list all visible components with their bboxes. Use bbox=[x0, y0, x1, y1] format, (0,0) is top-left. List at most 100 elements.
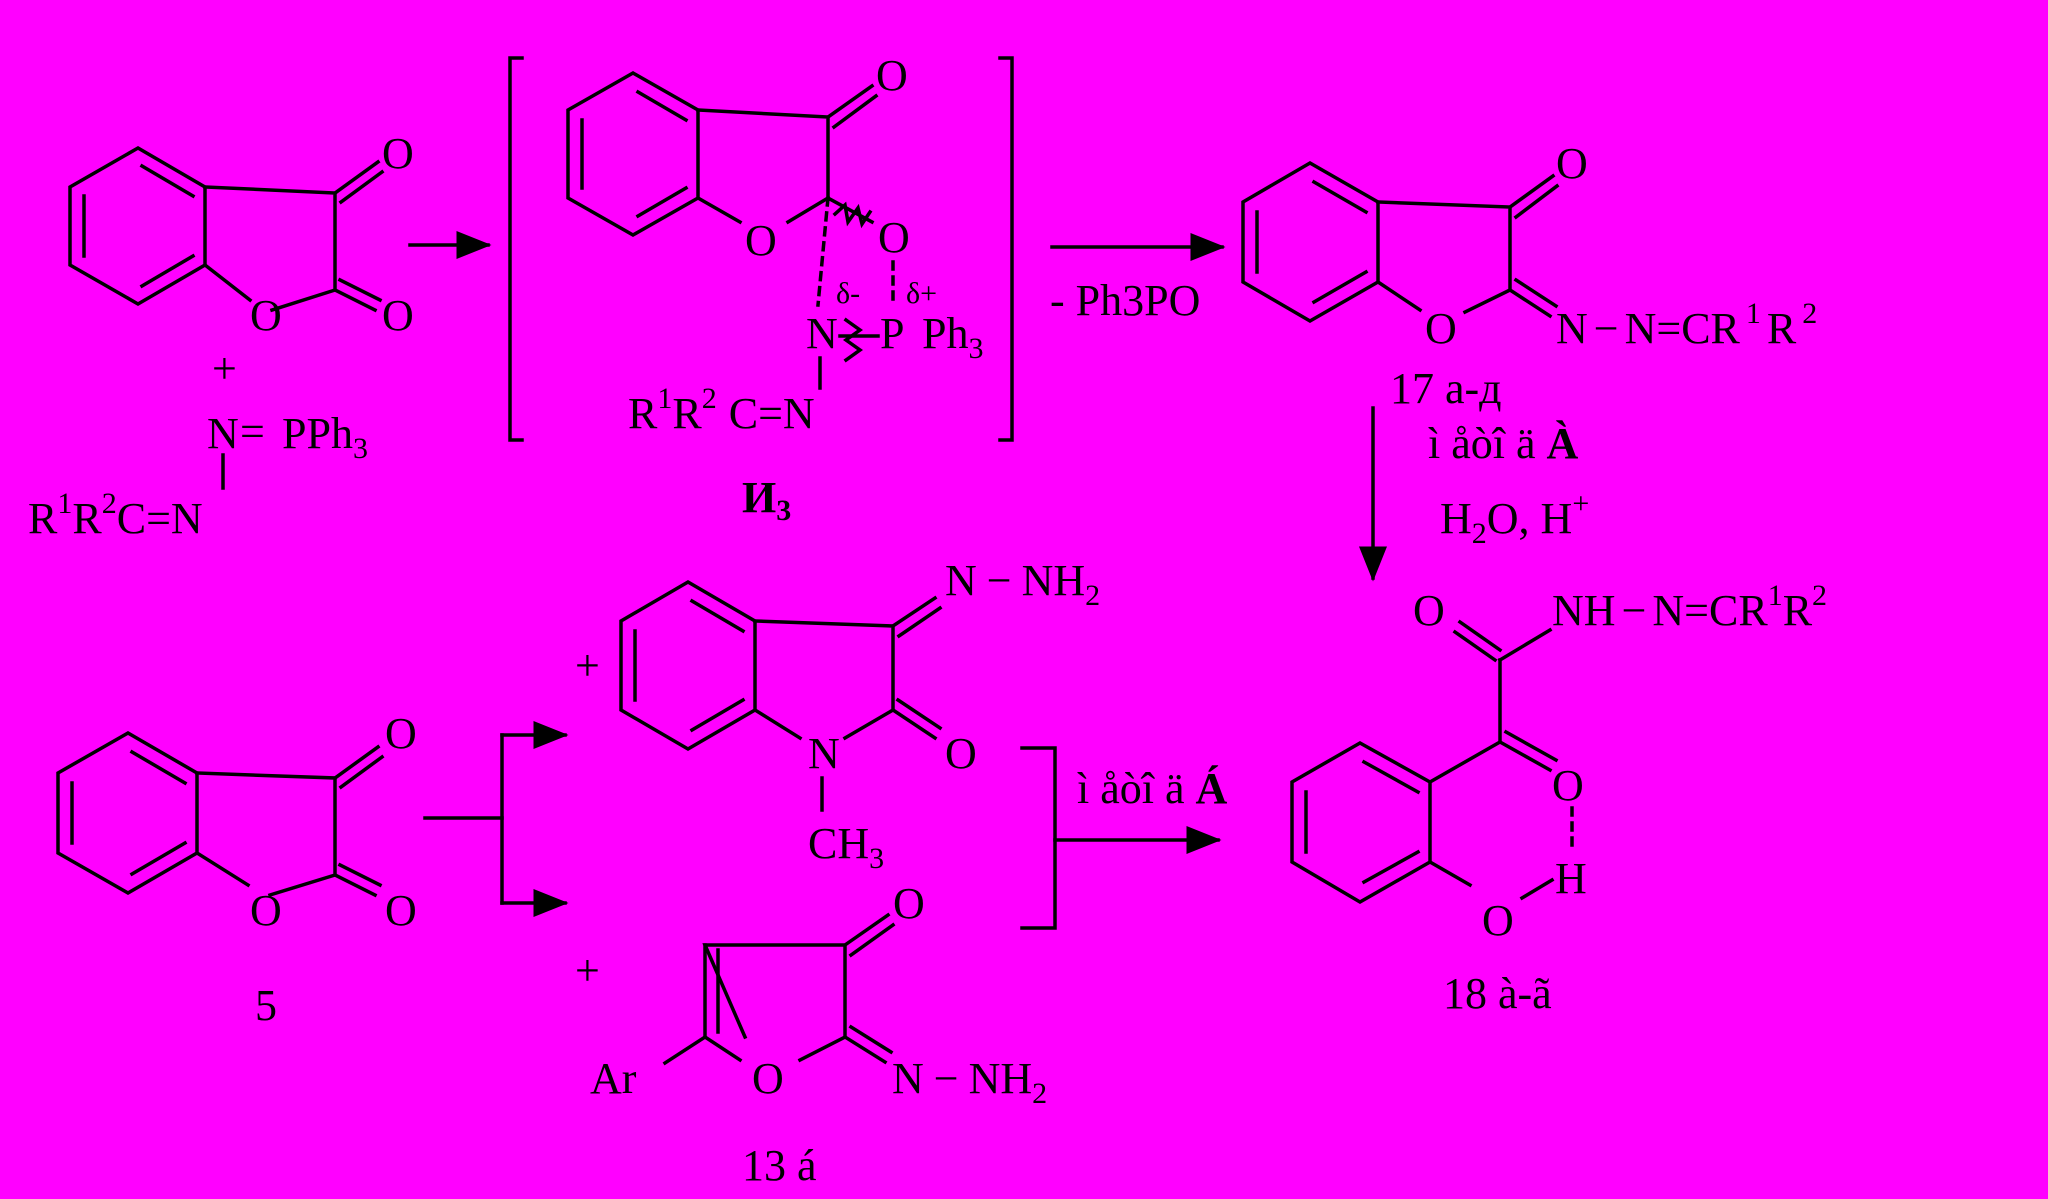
carbonyl-bond bbox=[1513, 183, 1560, 220]
c2-carbonyl-bond bbox=[337, 277, 383, 303]
c-o-bond bbox=[825, 195, 875, 225]
aromatic-double-bond bbox=[1361, 759, 1421, 795]
plus-sign: + bbox=[212, 344, 237, 393]
carbonyl-bond bbox=[890, 707, 938, 741]
oxygen-label: O bbox=[1482, 896, 1514, 945]
c3-carbonyl-bond bbox=[332, 159, 381, 196]
indolinone-hydrazone: + N−NH2 N O CH3 bbox=[575, 556, 1100, 875]
oxygen-label: O bbox=[893, 879, 925, 928]
c-n-double-bond bbox=[890, 595, 938, 629]
oxygen-label: O bbox=[1425, 304, 1457, 353]
product-18: O NH−N=CR1R2 O H O 18 à-ã bbox=[1290, 579, 1827, 1018]
keto-bond bbox=[1497, 739, 1553, 773]
carbonyl-bond bbox=[825, 83, 875, 120]
carbonyl-bond bbox=[895, 697, 943, 731]
furanone-ring bbox=[696, 108, 830, 225]
c-n-double-bond bbox=[842, 1034, 888, 1065]
aromatic-double-bond bbox=[635, 185, 689, 219]
amide-carbonyl-bond bbox=[1452, 629, 1498, 663]
ring-bond bbox=[194, 850, 251, 888]
hydrazide-chain-label: NH−N=CR1R2 bbox=[1552, 579, 1827, 635]
delta-plus-label: δ+ bbox=[906, 277, 937, 310]
byproduct-label: - Ph3PO bbox=[1050, 276, 1200, 325]
c2-carbonyl-bond bbox=[332, 287, 378, 313]
benzene-ring bbox=[68, 145, 207, 307]
aromatic-double-bond bbox=[139, 163, 196, 199]
oxygen-label: O bbox=[382, 291, 414, 340]
delta-minus-label: δ- bbox=[836, 277, 860, 310]
ring-bond bbox=[702, 1034, 743, 1063]
c3-carbonyl-bond bbox=[338, 169, 385, 205]
c-nh-bond bbox=[1497, 627, 1553, 663]
method-a-label: ì åòî ä À bbox=[1428, 419, 1579, 468]
carbonyl-bond bbox=[848, 922, 896, 958]
oxygen-label: O bbox=[1556, 139, 1588, 188]
right-bracket-merge bbox=[1020, 746, 1057, 930]
pph3-label: PPh3 bbox=[282, 409, 368, 465]
oxygen-label: O bbox=[878, 213, 910, 262]
furanone-ring bbox=[195, 771, 337, 898]
left-bracket bbox=[508, 56, 524, 442]
oxygen-label: O bbox=[385, 886, 417, 935]
carbonyl-bond bbox=[332, 872, 378, 898]
compound-label-17: 17 а-д bbox=[1390, 364, 1502, 413]
benzene-ring bbox=[56, 730, 199, 896]
aryl-bond bbox=[662, 1034, 708, 1066]
aromatic-double-bond bbox=[689, 598, 746, 634]
oxygen-label: O bbox=[385, 709, 417, 758]
methyl-label: CH3 bbox=[808, 819, 884, 875]
aryl-label: Ar bbox=[590, 1054, 637, 1103]
pyrrolone-ring bbox=[753, 619, 895, 741]
keto-bond bbox=[1503, 729, 1559, 763]
carbonyl-bond bbox=[337, 862, 383, 888]
c-n-double-bond bbox=[896, 605, 943, 639]
breaking-bond-wavy bbox=[832, 201, 873, 229]
carbonyl-bond bbox=[842, 912, 891, 948]
furanone-13: + O Ar O N−NH2 13 á bbox=[575, 879, 1047, 1190]
oxygen-label: O bbox=[1413, 586, 1445, 635]
benzene-ring bbox=[619, 579, 757, 752]
conditions-label: H2O, H+ bbox=[1440, 487, 1589, 550]
aryl-keto-bond bbox=[1427, 739, 1503, 785]
oxygen-label: O bbox=[876, 51, 908, 100]
carbonyl-bond bbox=[831, 93, 879, 130]
oxygen-label: O bbox=[250, 291, 282, 340]
hydrogen-label: H bbox=[1555, 854, 1587, 903]
aromatic-double-bond bbox=[1361, 849, 1421, 885]
c-n-double-bond bbox=[1513, 277, 1559, 309]
carbonyl-bond bbox=[1507, 173, 1556, 210]
ring-bond bbox=[202, 262, 253, 303]
r1r2c-label: R1R2C=N bbox=[28, 487, 203, 543]
method-b-label: ì åòî ä Á bbox=[1077, 764, 1228, 813]
plus-sign: + bbox=[575, 946, 600, 995]
ring-bond bbox=[752, 707, 803, 741]
intermediate-label: И3 bbox=[742, 473, 791, 527]
carbonyl-bond bbox=[338, 754, 385, 790]
reagent-phosphazine: + N = PPh3 R1R2C=N bbox=[28, 344, 368, 543]
furanone-ring bbox=[702, 943, 847, 1063]
dashed-c-n-bond bbox=[816, 196, 830, 307]
ph3-label: Ph3 bbox=[922, 309, 983, 365]
furanone-ring bbox=[203, 185, 337, 313]
compound-label-5: 5 bbox=[255, 981, 277, 1030]
compound-label-18: 18 à-ã bbox=[1443, 969, 1552, 1018]
oxygen-label: O bbox=[1552, 761, 1584, 810]
oxygen-label: O bbox=[745, 216, 777, 265]
oxygen-label: O bbox=[250, 886, 282, 935]
oxygen-label: O bbox=[382, 129, 414, 178]
breaking-bond-wavy bbox=[842, 317, 864, 363]
right-bracket bbox=[998, 56, 1014, 442]
aromatic-double-bond bbox=[1311, 179, 1369, 215]
c-n-double-bond bbox=[848, 1024, 894, 1055]
benzene-ring bbox=[566, 70, 700, 238]
phosphorus-label: P bbox=[880, 309, 904, 358]
aromatic-double-bond bbox=[129, 840, 188, 877]
aromatic-double-bond bbox=[689, 697, 746, 733]
amide-carbonyl-bond bbox=[1457, 619, 1503, 653]
nitrogen-label: N bbox=[207, 409, 239, 458]
benzene-ring bbox=[1241, 160, 1380, 324]
hydrazone-label: N−NH2 bbox=[892, 1054, 1047, 1110]
oxygen-label: O bbox=[945, 729, 977, 778]
